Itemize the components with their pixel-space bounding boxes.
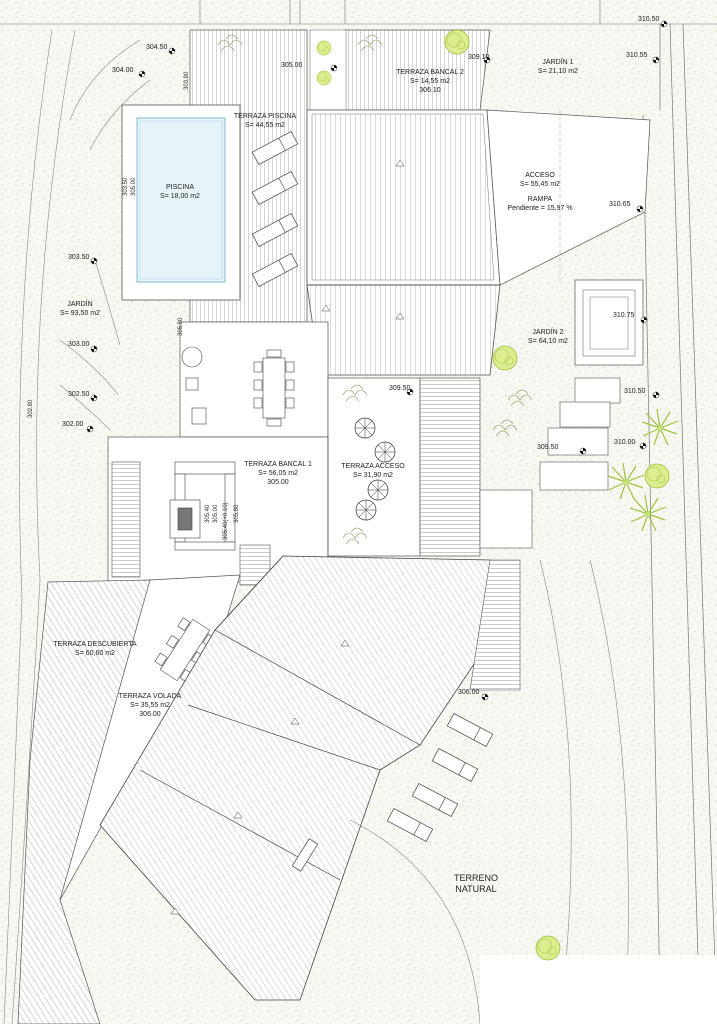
elevation-label: 305.00 — [281, 62, 303, 69]
elevation-label: 309.50 — [537, 444, 559, 451]
label-area: S= 55,45 m2 — [520, 181, 560, 188]
elevation-label: 302.50 — [68, 391, 90, 398]
elevation-label: 304.00 — [112, 67, 134, 74]
label-area: S= 21,10 m2 — [538, 68, 578, 75]
label-title: PISCINA — [165, 184, 195, 191]
label-area: S= 60,60 m2 — [75, 650, 115, 657]
label-ramp: RAMPA — [527, 196, 553, 203]
elevation-label: 304.50 — [146, 44, 168, 51]
elevation-label: 302.00 — [62, 421, 84, 428]
label-terraza-descubierta: TERRAZA DESCUBIERTA S= 60,60 m2 — [53, 640, 136, 658]
elevation-label: 303.50 — [68, 254, 90, 261]
label-title: ACCESO — [525, 172, 555, 179]
elevation-label: 310.65 — [609, 201, 631, 208]
dimension-label: 305.40 — [205, 504, 211, 523]
elevation-label: 309.50 — [389, 385, 411, 392]
label-area: S= 64,10 m2 — [528, 338, 568, 345]
elevation-label: 310.75 — [613, 312, 635, 319]
label-terraza-volada: TERRAZA VOLADA S= 35,55 m2 306.00 — [119, 692, 182, 719]
label-terraza-bancal-2: TERRAZA BANCAL 2 S= 14,55 m2 306.10 — [396, 68, 464, 95]
label-area: S= 56,05 m2 — [258, 470, 298, 477]
label-terraza-piscina: TERRAZA PISCINA S= 44,55 m2 — [234, 112, 296, 130]
label-title: TERRAZA BANCAL 2 — [396, 69, 464, 76]
label-terraza-bancal-1: TERRAZA BANCAL 1 S= 56,05 m2 305.00 — [244, 460, 312, 487]
elevation-label: 310.50 — [624, 388, 646, 395]
label-title: JARDÍN — [67, 301, 93, 308]
dimension-label: 305.00 — [213, 504, 219, 523]
label-acceso: ACCESO S= 55,45 m2 RAMPA Pendiente = 15,… — [507, 171, 572, 213]
elevation-label: 310.00 — [614, 439, 636, 446]
label-title: JARDÍN 2 — [532, 329, 564, 336]
label-terraza-acceso: TERRAZA ACCESO S= 31,90 m2 — [341, 462, 404, 480]
label-title: JARDÍN 1 — [542, 59, 574, 66]
label-title: TERRAZA BANCAL 1 — [244, 461, 312, 468]
dimension-label: 305.00 — [131, 177, 137, 196]
label-area: S= 31,90 m2 — [353, 472, 393, 479]
label-area: S= 35,55 m2 — [130, 702, 170, 709]
label-subtitle: NATURAL — [455, 884, 497, 894]
dimension-label: 305.40(+0.10) — [223, 502, 229, 540]
label-slope: Pendiente = 15,97 % — [507, 205, 573, 212]
label-elevation: 306.00 — [139, 711, 161, 718]
label-jardin-1: JARDÍN 1 S= 21,10 m2 — [538, 58, 578, 76]
dimension-label: 305.80 — [178, 317, 184, 336]
label-title: TERRAZA PISCINA — [233, 113, 297, 120]
label-jardin: JARDÍN S= 93,50 m2 — [60, 300, 100, 318]
label-area: S= 18,00 m2 — [160, 193, 200, 200]
elevation-label: 310.50 — [638, 16, 660, 23]
elevation-label: 306.00 — [458, 689, 480, 696]
label-title: TERRENO — [453, 873, 499, 883]
dimension-label: 302.80 — [28, 399, 34, 418]
label-elevation: 306.10 — [419, 87, 441, 94]
dimension-label: 303.50 — [123, 177, 129, 196]
label-area: S= 93,50 m2 — [60, 310, 100, 317]
label-area: S= 14,55 m2 — [410, 78, 450, 85]
elevation-label: 303.00 — [68, 341, 90, 348]
label-terreno-natural: TERRENO NATURAL — [454, 873, 498, 895]
dimension-label: 305.80 — [234, 504, 240, 523]
label-piscina: PISCINA S= 18,00 m2 — [160, 183, 200, 201]
label-jardin-2: JARDÍN 2 S= 64,10 m2 — [528, 328, 568, 346]
elevation-label: 310.55 — [626, 52, 648, 59]
label-title: TERRAZA DESCUBIERTA — [53, 641, 137, 648]
elevation-label: 309.10 — [468, 54, 490, 61]
label-area: S= 44,55 m2 — [245, 122, 285, 129]
label-title: TERRAZA VOLADA — [118, 693, 182, 700]
label-title: TERRAZA ACCESO — [341, 463, 405, 470]
dimension-label: 303.80 — [184, 71, 190, 90]
label-elevation: 305.00 — [267, 479, 289, 486]
